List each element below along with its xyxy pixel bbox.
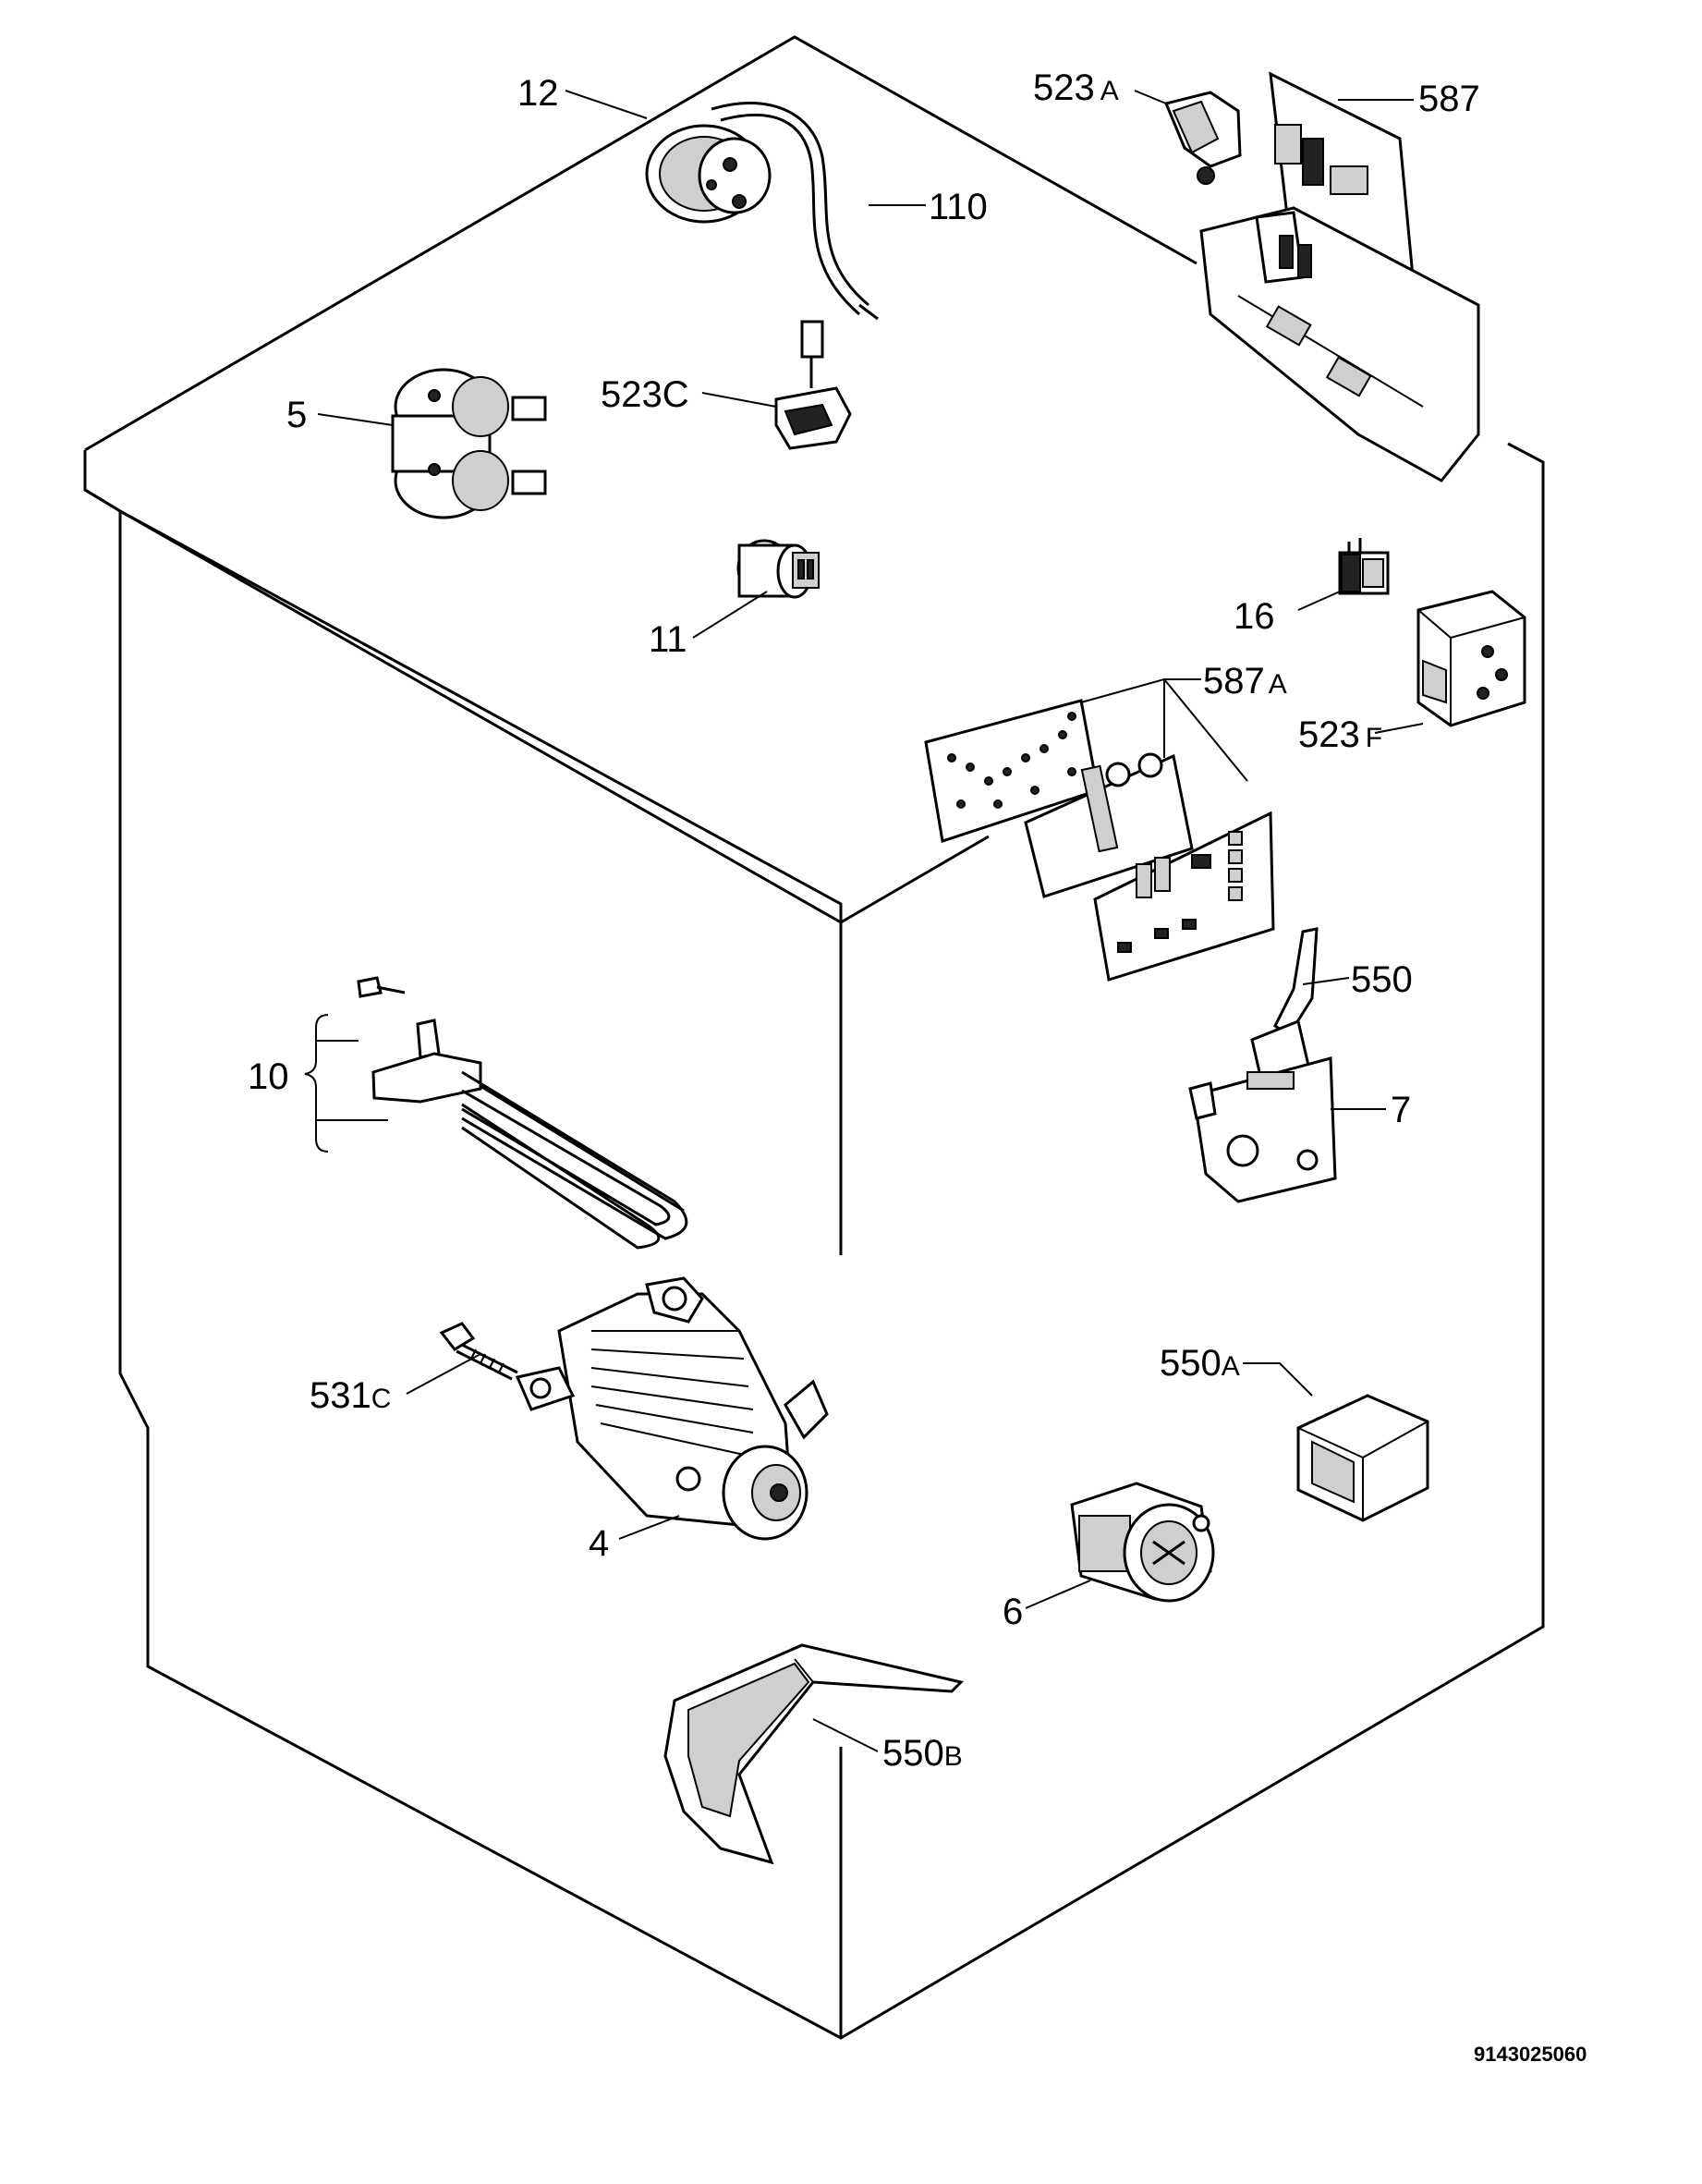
board-leds	[947, 712, 1076, 809]
drain-pump-part	[515, 1276, 829, 1541]
label-11: 11	[649, 619, 687, 660]
hose-part	[858, 303, 879, 321]
label-110: 110	[929, 187, 988, 227]
diagram-code: 9143025060	[1474, 2043, 1587, 2066]
pressure-switch-part	[645, 102, 869, 316]
label-587: 587	[1418, 79, 1480, 119]
connector-523a-part	[1163, 91, 1242, 185]
board-components	[1117, 831, 1243, 953]
switch-6-part	[1070, 1482, 1215, 1603]
label-16: 16	[1234, 596, 1275, 637]
label-523c: 523C	[601, 374, 689, 415]
label-6: 6	[1003, 1592, 1023, 1632]
label-12: 12	[517, 73, 559, 114]
cabinet-outline	[83, 35, 1545, 2040]
main-board-part	[1199, 71, 1480, 482]
relay-523f-part	[1416, 590, 1526, 727]
label-550b: 550B	[882, 1733, 963, 1774]
heater-part	[357, 976, 688, 1250]
label-4: 4	[589, 1523, 609, 1564]
label-550: 550	[1351, 959, 1413, 1000]
display-board-part	[924, 699, 1275, 982]
door-lock-part	[1188, 927, 1337, 1203]
inlet-valve-part	[391, 368, 547, 519]
label-10: 10	[248, 1056, 289, 1097]
leader-lines	[304, 90, 1424, 1752]
capacitor-part	[736, 539, 820, 599]
cover-550b-part	[663, 1643, 964, 1865]
label-7: 7	[1391, 1090, 1411, 1130]
screw-part	[439, 1322, 518, 1381]
label-531c: 531C	[310, 1375, 391, 1416]
label-550a: 550A	[1160, 1343, 1240, 1384]
label-5: 5	[286, 395, 307, 435]
connector-523c-part	[774, 320, 852, 450]
switch-16-part	[1338, 538, 1390, 595]
lock-cover-550a-part	[1296, 1394, 1429, 1522]
